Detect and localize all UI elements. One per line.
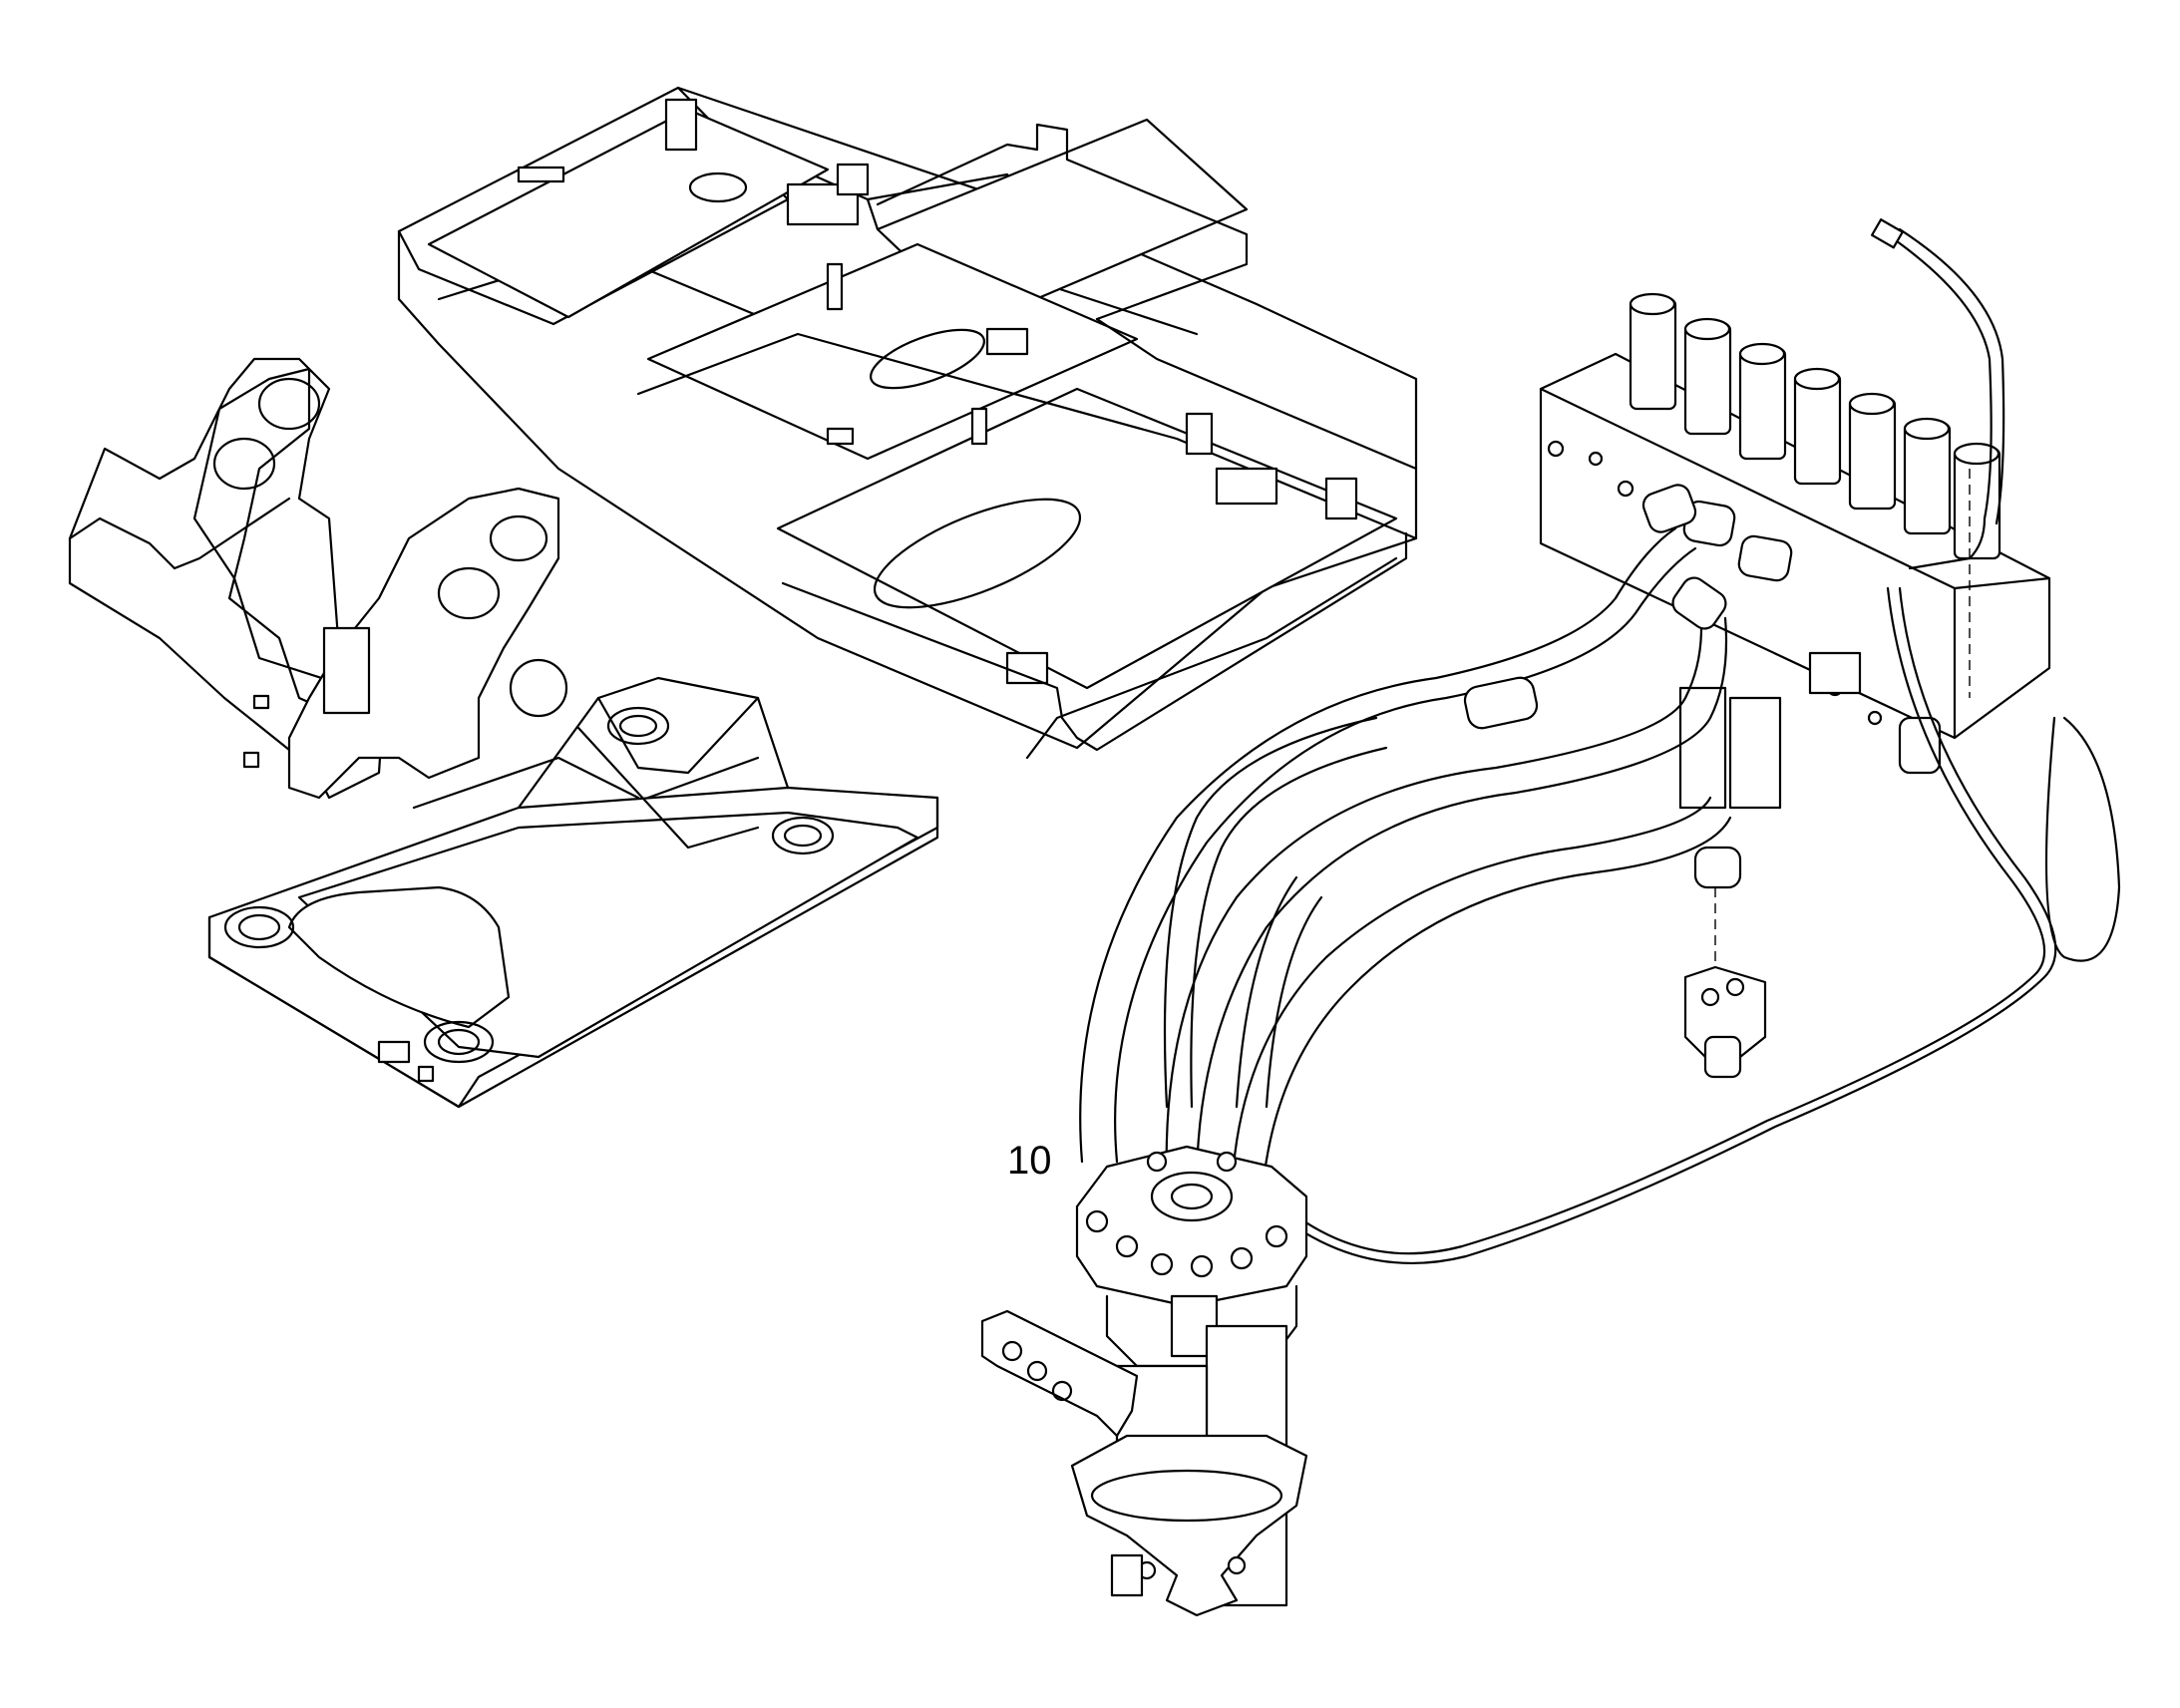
callout-label-10: 10 (1007, 1139, 1052, 1183)
upper-frame (397, 86, 1418, 760)
front-frame (207, 676, 939, 1109)
control-valve-block (1539, 292, 2051, 810)
hydraulic-hoses (1079, 484, 1793, 1203)
swivel-joint (980, 1145, 1308, 1617)
pilot-hose (1245, 218, 2121, 1264)
boom-foot-brackets (68, 357, 568, 800)
valve-spools (1629, 292, 2001, 560)
